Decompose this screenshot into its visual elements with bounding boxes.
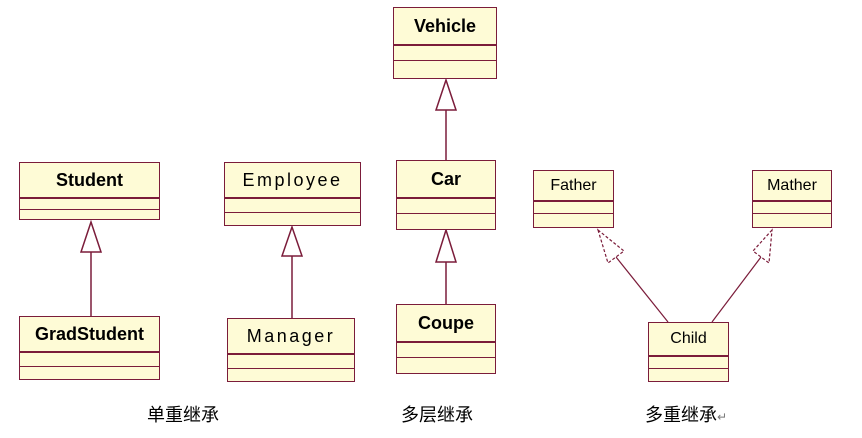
triangle-father [596, 228, 625, 264]
class-mather[interactable]: Mather [752, 170, 832, 228]
class-name-vehicle: Vehicle [394, 8, 496, 46]
class-coupe[interactable]: Coupe [396, 304, 496, 374]
caption-multilevel-inheritance: 多层继承 [401, 405, 473, 426]
class-name-gradstudent: GradStudent [20, 317, 159, 353]
class-name-manager: Manager [228, 319, 354, 355]
class-name-car: Car [397, 161, 495, 199]
class-child[interactable]: Child [648, 322, 729, 382]
class-name-coupe: Coupe [397, 305, 495, 343]
class-name-mather: Mather [753, 171, 831, 202]
class-name-student: Student [20, 163, 159, 199]
caption-multiple-text: 多重继承 [645, 405, 717, 426]
edge-child-mather [711, 256, 762, 323]
class-father[interactable]: Father [533, 170, 614, 228]
class-name-child: Child [649, 323, 728, 357]
class-car[interactable]: Car [396, 160, 496, 230]
class-manager[interactable]: Manager [227, 318, 355, 382]
class-employee[interactable]: Employee [224, 162, 361, 226]
class-vehicle[interactable]: Vehicle [393, 7, 497, 79]
edge-child-father [615, 256, 669, 323]
return-mark-icon: ↵ [717, 410, 728, 424]
triangle-mather [752, 228, 773, 265]
triangle-student [79, 219, 103, 253]
triangle-car [434, 227, 458, 263]
caption-single-inheritance: 单重继承 [147, 405, 219, 426]
class-name-employee: Employee [225, 163, 360, 199]
class-name-father: Father [534, 171, 613, 202]
class-gradstudent[interactable]: GradStudent [19, 316, 160, 380]
triangle-vehicle [434, 77, 458, 111]
triangle-employee [280, 224, 304, 257]
class-student[interactable]: Student [19, 162, 160, 220]
caption-multiple-inheritance: 多重继承↵ [645, 401, 727, 427]
